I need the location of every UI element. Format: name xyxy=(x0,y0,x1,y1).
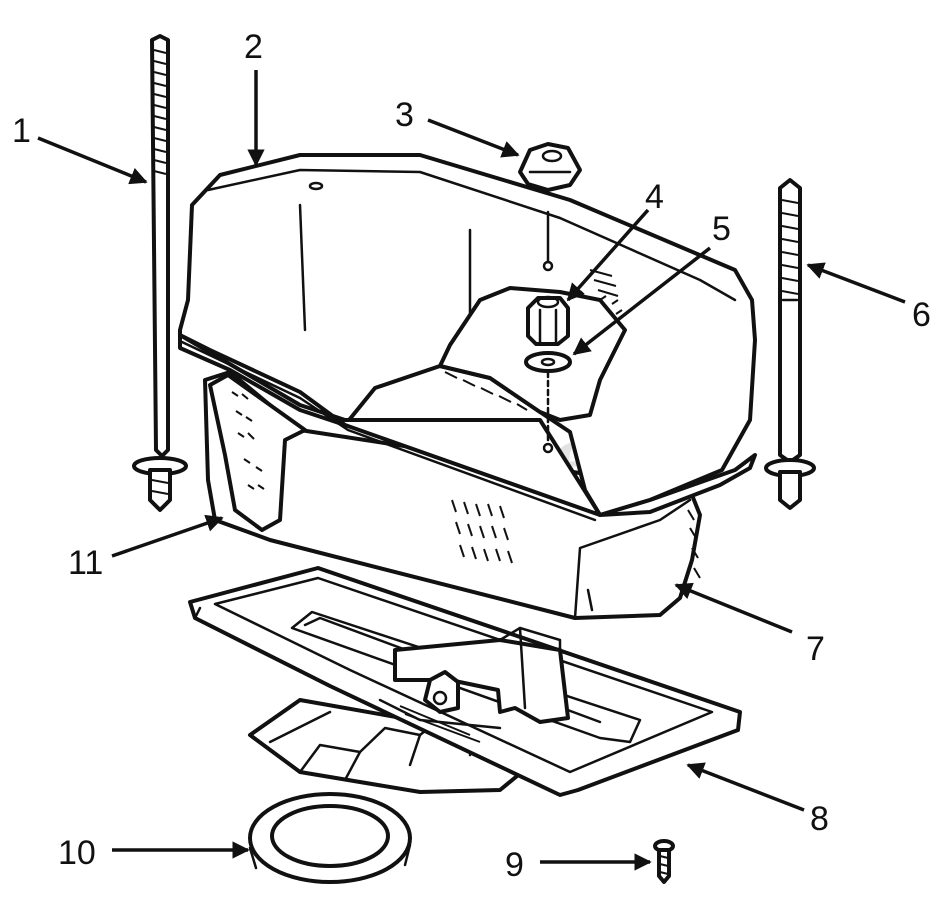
leader-8 xyxy=(686,762,805,812)
callout-6: 6 xyxy=(912,296,931,334)
callout-3: 3 xyxy=(395,96,414,134)
callout-labels: 1 2 3 4 5 6 7 8 9 10 11 xyxy=(12,28,931,884)
leader-11 xyxy=(111,514,224,558)
callout-2: 2 xyxy=(244,28,263,66)
knob-nut-part[interactable] xyxy=(518,142,582,192)
stud-right-part[interactable] xyxy=(764,178,816,510)
callout-9: 9 xyxy=(505,846,524,884)
leader-3 xyxy=(427,118,520,158)
leader-6 xyxy=(806,262,906,304)
leader-5 xyxy=(572,246,712,356)
callout-7: 7 xyxy=(806,630,825,668)
leader-4 xyxy=(566,208,650,302)
callout-10: 10 xyxy=(58,834,96,872)
gasket-part[interactable] xyxy=(208,373,307,532)
screw-part[interactable] xyxy=(653,839,675,884)
washer-part[interactable] xyxy=(524,351,572,373)
callout-5: 5 xyxy=(712,210,731,248)
callout-11: 11 xyxy=(68,544,103,582)
ring-seal-part[interactable] xyxy=(248,792,412,884)
stud-left-part[interactable] xyxy=(132,34,188,512)
callout-8: 8 xyxy=(810,800,829,838)
leader-lines xyxy=(37,70,906,871)
callout-4: 4 xyxy=(645,178,664,216)
leader-1 xyxy=(37,136,148,185)
callout-1: 1 xyxy=(12,112,31,150)
base-plate-part[interactable] xyxy=(188,566,742,797)
hex-nut-part[interactable] xyxy=(526,295,570,346)
leader-7 xyxy=(674,582,793,634)
